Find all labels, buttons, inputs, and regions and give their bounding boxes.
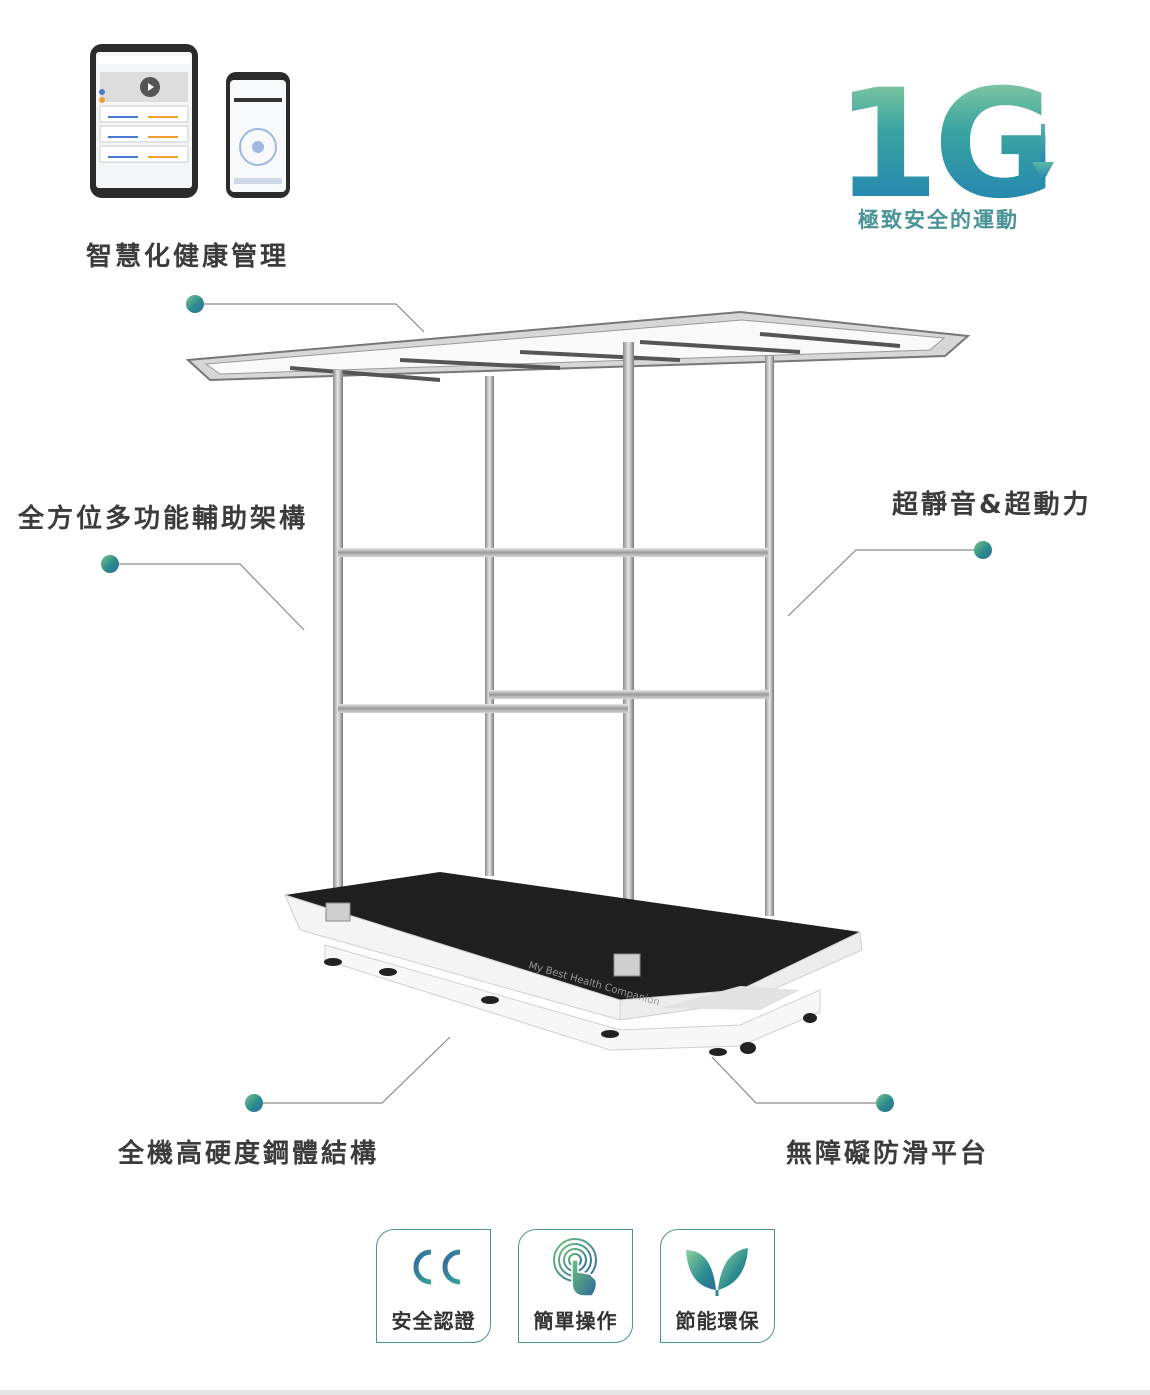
badge-easy-operation: 簡單操作 <box>518 1229 633 1343</box>
feature-quiet-power: 超靜音&超動力 <box>892 490 1092 520</box>
ce-mark-icon <box>413 1249 461 1285</box>
feature-dot <box>974 541 992 559</box>
feature-anti-slip: 無障礙防滑平台 <box>786 1139 990 1169</box>
feature-steel-structure: 全機高硬度鋼體結構 <box>118 1139 380 1169</box>
device-mockups <box>88 42 298 202</box>
feature-dot <box>186 295 204 313</box>
bottom-divider <box>0 1390 1150 1395</box>
hero-1g-title: 1G <box>835 58 1056 232</box>
badge-label: 安全認證 <box>391 1309 476 1333</box>
touch-finger-icon <box>553 1238 598 1297</box>
feature-dot <box>876 1094 894 1112</box>
feature-dot <box>245 1094 263 1112</box>
feature-smart-health: 智慧化健康管理 <box>86 242 290 272</box>
down-arrow-icon <box>1032 124 1054 182</box>
feature-dot <box>101 555 119 573</box>
hero-subtitle: 極致安全的運動 <box>858 208 1019 232</box>
badge-eco: 節能環保 <box>660 1229 775 1343</box>
badge-label: 節能環保 <box>675 1309 760 1333</box>
badge-label: 簡單操作 <box>533 1309 618 1333</box>
treadmill-frame-illustration: My Best Health Companion <box>185 310 971 1056</box>
tablet-phone-illustration <box>90 44 290 198</box>
badge-ce: 安全認證 <box>376 1229 491 1343</box>
leaf-icon <box>686 1248 748 1296</box>
feature-multi-frame: 全方位多功能輔助架構 <box>18 504 309 534</box>
